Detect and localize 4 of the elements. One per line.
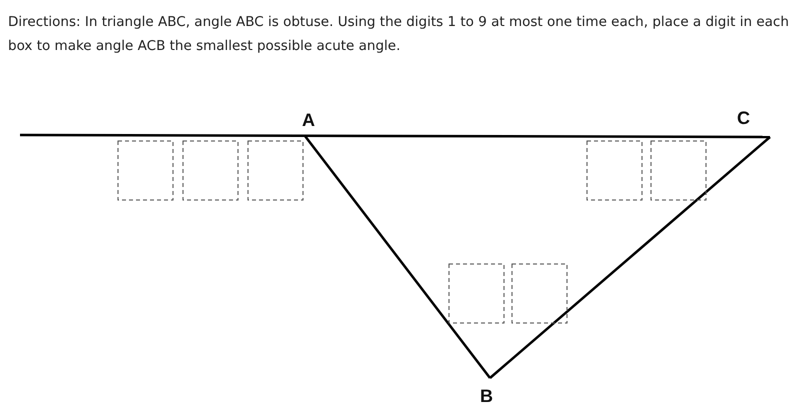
vertex-label: A [302, 110, 315, 131]
directions-text: Directions: In triangle ABC, angle ABC is obtuse. Using the digits 1 to 9 at most one time each, place a digit in each box to make angle ACB the smallest possible acute angle. [8, 13, 790, 56]
vertex-label: B [480, 386, 493, 407]
vertex-label: C [737, 108, 750, 129]
